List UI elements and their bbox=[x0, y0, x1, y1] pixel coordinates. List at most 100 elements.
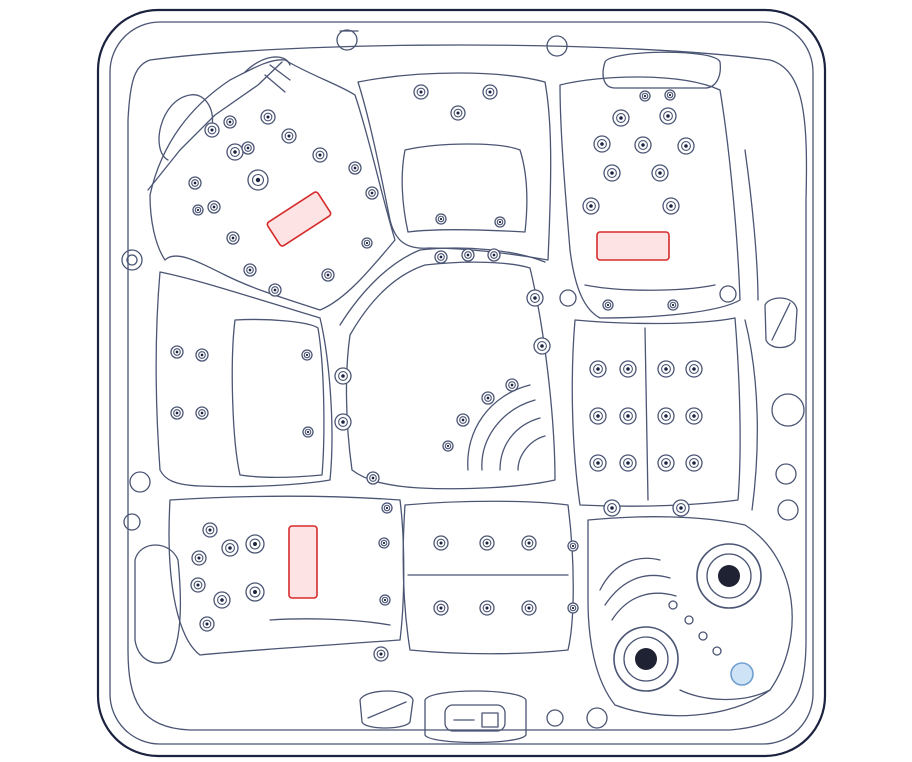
jet-icon[interactable] bbox=[533, 337, 551, 355]
jet-icon[interactable] bbox=[672, 499, 690, 517]
jet-icon[interactable] bbox=[213, 591, 231, 609]
jet-icon[interactable] bbox=[612, 109, 630, 127]
jet-icon[interactable] bbox=[221, 539, 239, 557]
jet-icon[interactable] bbox=[639, 90, 651, 102]
jet-icon[interactable] bbox=[657, 407, 675, 425]
air-valve-icon[interactable] bbox=[777, 499, 799, 521]
jet-icon[interactable] bbox=[662, 197, 680, 215]
jet-icon[interactable] bbox=[657, 360, 675, 378]
jet-icon[interactable] bbox=[191, 550, 207, 566]
air-valve-icon[interactable] bbox=[719, 285, 737, 303]
jet-icon[interactable] bbox=[589, 360, 607, 378]
jet-icon[interactable] bbox=[268, 283, 282, 297]
jet-icon[interactable] bbox=[366, 471, 380, 485]
jet-icon[interactable] bbox=[202, 522, 218, 538]
jet-icon[interactable] bbox=[379, 594, 391, 606]
jet-icon[interactable] bbox=[245, 582, 265, 602]
jet-icon[interactable] bbox=[593, 135, 611, 153]
control-panel-button[interactable] bbox=[481, 712, 499, 728]
jet-icon[interactable] bbox=[378, 537, 390, 549]
jet-icon[interactable] bbox=[521, 600, 537, 616]
jet-icon[interactable] bbox=[603, 164, 621, 182]
highlight-zone-lounger[interactable] bbox=[266, 191, 332, 247]
jet-icon[interactable] bbox=[433, 535, 449, 551]
jet-icon[interactable] bbox=[667, 299, 679, 311]
jet-icon[interactable] bbox=[435, 213, 447, 225]
jet-icon[interactable] bbox=[589, 407, 607, 425]
jet-icon[interactable] bbox=[260, 109, 276, 125]
jet-icon[interactable] bbox=[170, 406, 184, 420]
jet-icon[interactable] bbox=[619, 407, 637, 425]
air-valve-icon[interactable] bbox=[546, 709, 564, 727]
jet-icon[interactable] bbox=[505, 378, 519, 392]
drain-icon[interactable] bbox=[730, 662, 754, 686]
jet-icon[interactable] bbox=[521, 535, 537, 551]
jet-icon[interactable] bbox=[207, 200, 221, 214]
jet-icon[interactable] bbox=[381, 502, 393, 514]
air-valve-icon[interactable] bbox=[123, 513, 141, 531]
jet-icon[interactable] bbox=[348, 161, 362, 175]
air-valve-icon[interactable] bbox=[775, 463, 797, 485]
pump-suction-icon[interactable] bbox=[696, 543, 762, 609]
jet-icon[interactable] bbox=[619, 360, 637, 378]
jet-icon[interactable] bbox=[413, 84, 429, 100]
jet-icon[interactable] bbox=[481, 391, 495, 405]
jet-icon[interactable] bbox=[461, 248, 475, 262]
jet-icon[interactable] bbox=[685, 407, 703, 425]
highlight-zone-corner-seat[interactable] bbox=[596, 231, 670, 261]
jet-icon[interactable] bbox=[361, 237, 373, 249]
pump-suction-icon[interactable] bbox=[613, 626, 679, 692]
jet-icon[interactable] bbox=[190, 577, 206, 593]
jet-icon[interactable] bbox=[602, 299, 614, 311]
jet-icon[interactable] bbox=[170, 345, 184, 359]
jet-icon[interactable] bbox=[589, 454, 607, 472]
highlight-zone-front-left[interactable] bbox=[288, 525, 318, 599]
jet-icon[interactable] bbox=[365, 186, 379, 200]
jet-icon[interactable] bbox=[281, 128, 297, 144]
jet-icon[interactable] bbox=[241, 141, 255, 155]
jet-icon[interactable] bbox=[334, 367, 352, 385]
jet-icon[interactable] bbox=[226, 143, 244, 161]
jet-icon[interactable] bbox=[482, 84, 498, 100]
jet-icon[interactable] bbox=[247, 169, 269, 191]
jet-icon[interactable] bbox=[192, 204, 204, 216]
jet-icon[interactable] bbox=[582, 197, 600, 215]
jet-icon[interactable] bbox=[685, 454, 703, 472]
jet-icon[interactable] bbox=[434, 250, 448, 264]
air-valve-icon[interactable] bbox=[586, 707, 608, 729]
jet-icon[interactable] bbox=[664, 89, 676, 101]
jet-icon[interactable] bbox=[199, 616, 215, 632]
jet-icon[interactable] bbox=[245, 534, 265, 554]
air-valve-icon[interactable] bbox=[771, 393, 805, 427]
control-panel-icon[interactable] bbox=[444, 704, 506, 732]
jet-icon[interactable] bbox=[312, 147, 328, 163]
air-valve-icon[interactable] bbox=[121, 249, 143, 271]
control-button-icon[interactable] bbox=[698, 631, 708, 641]
jet-icon[interactable] bbox=[243, 263, 257, 277]
jet-icon[interactable] bbox=[567, 602, 579, 614]
jet-icon[interactable] bbox=[456, 413, 470, 427]
jet-icon[interactable] bbox=[373, 646, 389, 662]
jet-icon[interactable] bbox=[651, 164, 669, 182]
jet-icon[interactable] bbox=[433, 600, 449, 616]
air-valve-icon[interactable] bbox=[129, 471, 151, 493]
jet-icon[interactable] bbox=[195, 348, 209, 362]
jet-icon[interactable] bbox=[657, 454, 675, 472]
jet-icon[interactable] bbox=[494, 216, 506, 228]
jet-icon[interactable] bbox=[677, 137, 695, 155]
air-valve-icon[interactable] bbox=[559, 289, 577, 307]
jet-icon[interactable] bbox=[188, 176, 202, 190]
jet-icon[interactable] bbox=[603, 499, 621, 517]
jet-icon[interactable] bbox=[479, 600, 495, 616]
jet-icon[interactable] bbox=[634, 136, 652, 154]
jet-icon[interactable] bbox=[685, 360, 703, 378]
jet-icon[interactable] bbox=[487, 248, 501, 262]
jet-icon[interactable] bbox=[619, 454, 637, 472]
control-button-icon[interactable] bbox=[668, 600, 678, 610]
jet-icon[interactable] bbox=[301, 349, 313, 361]
control-button-icon[interactable] bbox=[712, 646, 722, 656]
jet-icon[interactable] bbox=[223, 115, 237, 129]
jet-icon[interactable] bbox=[450, 105, 466, 121]
jet-icon[interactable] bbox=[195, 406, 209, 420]
jet-icon[interactable] bbox=[442, 440, 454, 452]
